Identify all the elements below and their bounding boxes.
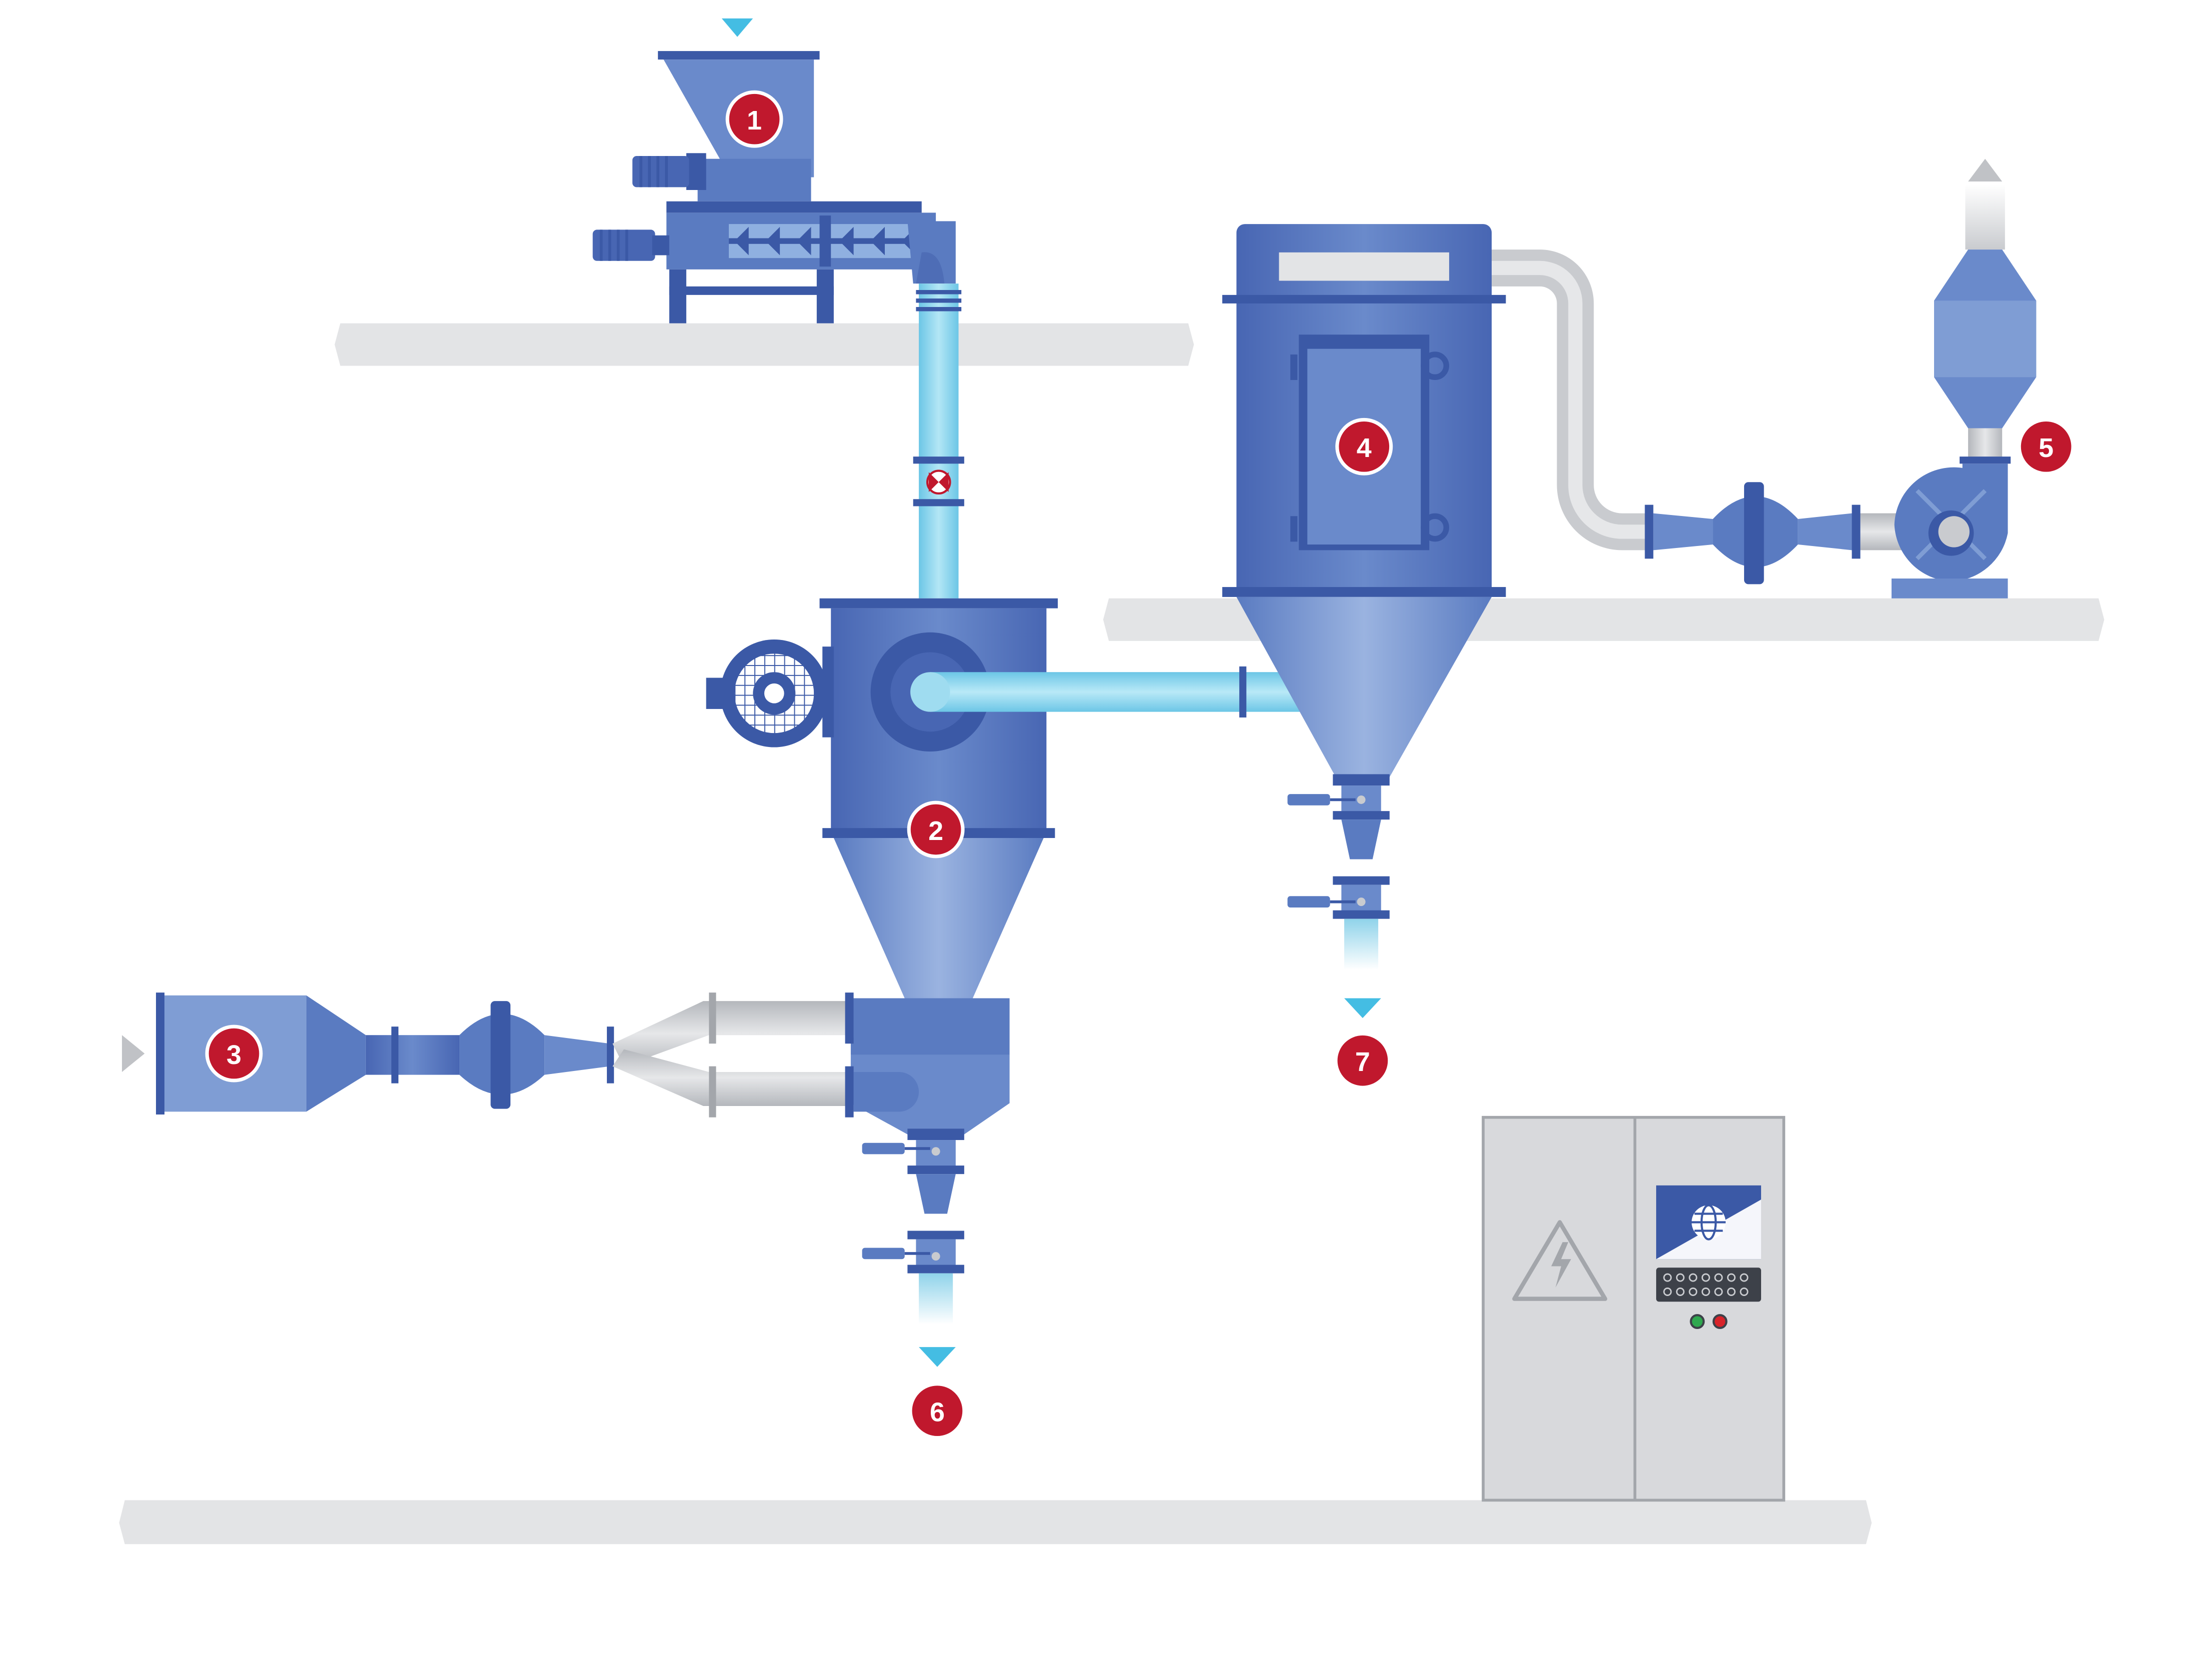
feed-in-arrow [721, 18, 753, 37]
marker-circle [1335, 418, 1393, 476]
marker-label: 1 [747, 106, 762, 136]
product-outlet-arrow-7 [1344, 998, 1381, 1018]
marker-circle [1334, 1032, 1392, 1090]
marker-5: 5 [2017, 418, 2075, 476]
product-outflow-7 [1344, 918, 1379, 970]
control-keypad[interactable] [1656, 1268, 1761, 1302]
marker-label: 3 [226, 1040, 241, 1070]
screw-auger [734, 226, 916, 256]
marker-6: 6 [908, 1382, 966, 1440]
feed-pipe [913, 284, 964, 598]
vessel-cone [833, 838, 1044, 998]
marker-circle [2017, 418, 2075, 476]
marker-7: 7 [1334, 1032, 1392, 1090]
marker-label: 5 [2039, 433, 2054, 463]
markers: 1 2 3 4 5 6 7 [205, 90, 2075, 1440]
bag-filter [1222, 224, 1506, 1018]
marker-4: 4 [1335, 418, 1393, 476]
control-cabinet [1482, 1116, 1786, 1502]
transfer-pipe [910, 666, 1322, 718]
hopper-motor [632, 156, 689, 188]
marker-label: 4 [1357, 433, 1372, 463]
floors [119, 323, 2105, 1544]
separator-vessel [706, 598, 1058, 998]
exhaust-out-arrow [1968, 158, 2003, 182]
marker-3: 3 [205, 1024, 263, 1082]
exhaust-duct [1492, 250, 1952, 584]
filter-cone [1236, 596, 1492, 778]
floor-upper-left [334, 323, 1194, 366]
marker-label: 2 [928, 816, 943, 846]
marker-label: 7 [1355, 1047, 1370, 1077]
marker-circle [907, 800, 965, 858]
marker-circle [908, 1382, 966, 1440]
stop-button[interactable] [1712, 1314, 1728, 1329]
control-screen[interactable] [1656, 1185, 1761, 1260]
butterfly-valve-icon [926, 470, 951, 495]
air-inlet-unit [121, 992, 919, 1118]
marker-2: 2 [907, 800, 965, 858]
marker-circle [725, 90, 783, 148]
marker-circle [205, 1024, 263, 1082]
screw-feeder-unit [592, 18, 956, 324]
marker-1: 1 [725, 90, 783, 148]
globe-icon [1691, 1204, 1726, 1240]
marker-label: 6 [930, 1398, 945, 1428]
vessel-discharge [850, 998, 1010, 1367]
start-button[interactable] [1690, 1314, 1705, 1329]
high-voltage-warning-icon [1512, 1220, 1608, 1301]
floor-ground [119, 1500, 1872, 1544]
exhaust-fan-unit [1891, 158, 2037, 598]
air-inlet-arrow [121, 1035, 145, 1072]
exhaust-outflow [1965, 184, 2005, 250]
product-outlet-arrow-6 [919, 1347, 956, 1367]
product-outflow-6 [919, 1273, 953, 1324]
